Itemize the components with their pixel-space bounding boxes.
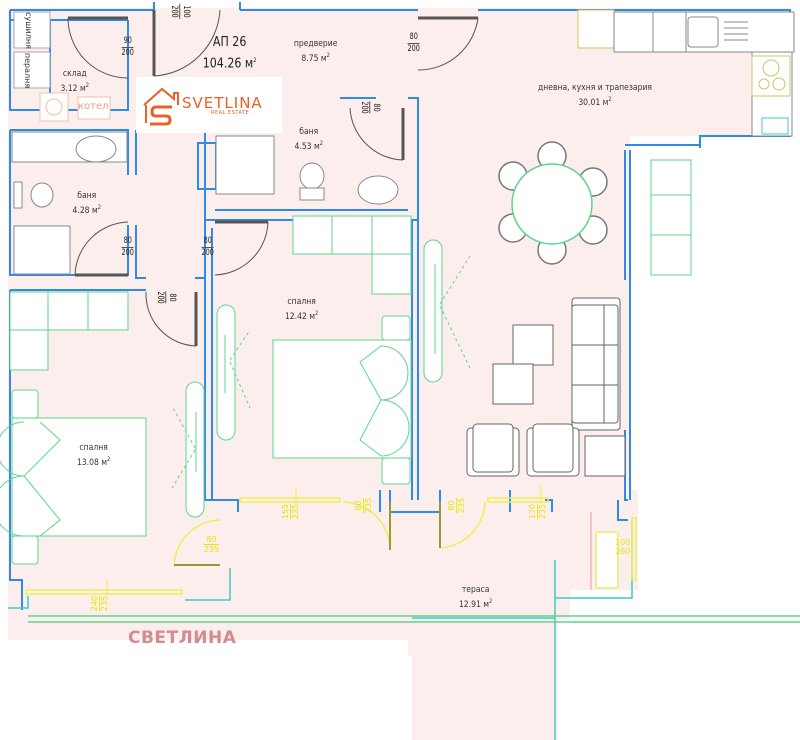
boiler-label: котел: [78, 101, 109, 112]
storage-appliances: [13, 11, 111, 122]
living-furniture: [466, 297, 626, 477]
doors: [67, 9, 479, 347]
apartment-title: АП 26 104.26 м2: [203, 34, 257, 73]
window-markers: [106, 486, 542, 596]
living-cabinet: [650, 159, 692, 276]
bedroom1-wardrobe-swing: [229, 329, 251, 409]
svetlina-logo: SVETLINA REAL ESTATE: [136, 77, 282, 133]
logo-subtitle: REAL ESTATE: [211, 110, 250, 116]
bedroom2-wardrobe-swing: [171, 255, 471, 489]
walls: [9, 2, 791, 610]
logo-brand: SVETLINA: [182, 94, 263, 112]
svetlina-watermark: СВЕТЛИНА: [128, 628, 237, 648]
bedroom1-furniture: [216, 215, 412, 485]
bedroom2-furniture: [0, 239, 443, 565]
bath2-fixtures: [11, 131, 128, 275]
apartment-total-area: 104.26 м2: [202, 56, 257, 72]
dryer-label: сушилня: [23, 12, 33, 49]
apartment-label: АП 26: [212, 35, 247, 50]
kitchen-units: [577, 9, 795, 137]
windows: [25, 497, 637, 595]
terrace-walls: [8, 520, 800, 740]
house-logo-icon: [143, 87, 179, 126]
dining-table: [498, 141, 608, 265]
bath1-fixtures: [215, 135, 399, 205]
washer-label: пералня: [23, 52, 33, 89]
